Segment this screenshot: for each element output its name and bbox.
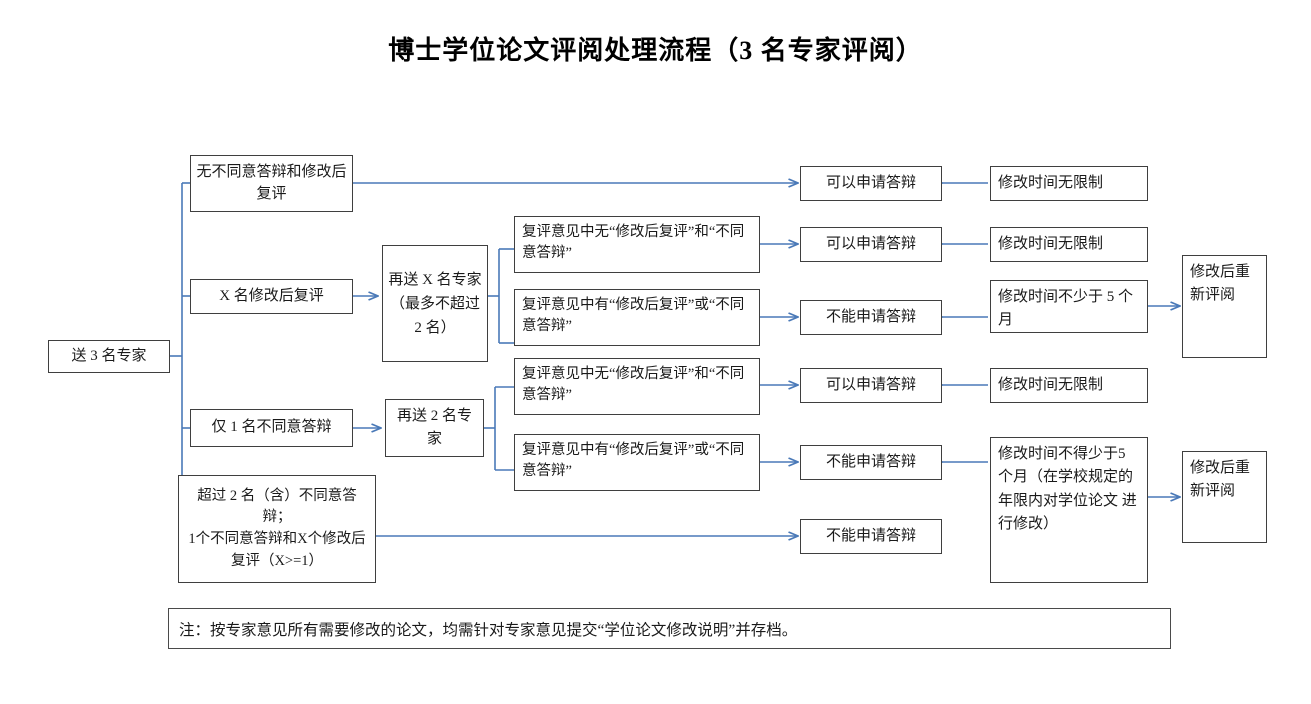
node-revise-time-unlimited-3[interactable]: 修改时间无限制 [990,368,1148,403]
node-revise-time-unlimited-2[interactable]: 修改时间无限制 [990,227,1148,262]
node-result-cannot-defend-2[interactable]: 不能申请答辩 [800,445,942,480]
node-resend-2-experts[interactable]: 再送 2 名专家 [385,399,484,457]
node-revise-time-min-5-months[interactable]: 修改时间不少于 5 个月 [990,280,1148,333]
node-condition-1a[interactable]: 复评意见中无“修改后复评”和“不同意答辩” [514,216,760,273]
node-review-again-2[interactable]: 修改后重新评阅 [1182,451,1267,543]
node-resend-x-experts[interactable]: 再送 X 名专家（最多不超过 2 名） [382,245,488,362]
node-start[interactable]: 送 3 名专家 [48,340,170,373]
node-condition-2a[interactable]: 复评意见中无“修改后复评”和“不同意答辩” [514,358,760,415]
node-result-cannot-defend-1[interactable]: 不能申请答辩 [800,300,942,335]
node-branch-x-revise[interactable]: X 名修改后复评 [190,279,353,314]
node-condition-1b[interactable]: 复评意见中有“修改后复评”或“不同意答辩” [514,289,760,346]
node-result-can-defend-1[interactable]: 可以申请答辩 [800,166,942,201]
node-branch-two-or-more-objection[interactable]: 超过 2 名（含）不同意答辩； 1个不同意答辩和X个修改后复评（X>=1） [178,475,376,583]
node-review-again-1[interactable]: 修改后重新评阅 [1182,255,1267,358]
node-condition-2b[interactable]: 复评意见中有“修改后复评”或“不同意答辩” [514,434,760,491]
node-result-can-defend-3[interactable]: 可以申请答辩 [800,368,942,403]
page-title: 博士学位论文评阅处理流程（3 名专家评阅） [388,36,923,65]
node-result-cannot-defend-3[interactable]: 不能申请答辩 [800,519,942,554]
node-branch-no-objection[interactable]: 无不同意答辩和修改后复评 [190,155,353,212]
footnote-box: 注：按专家意见所有需要修改的论文，均需针对专家意见提交“学位论文修改说明”并存档… [168,608,1171,649]
node-result-can-defend-2[interactable]: 可以申请答辩 [800,227,942,262]
node-branch-one-objection[interactable]: 仅 1 名不同意答辩 [190,409,353,447]
node-revise-time-min-5-months-detail[interactable]: 修改时间不得少于5 个月（在学校规定的 年限内对学位论文 进行修改） [990,437,1148,583]
node-revise-time-unlimited-1[interactable]: 修改时间无限制 [990,166,1148,201]
